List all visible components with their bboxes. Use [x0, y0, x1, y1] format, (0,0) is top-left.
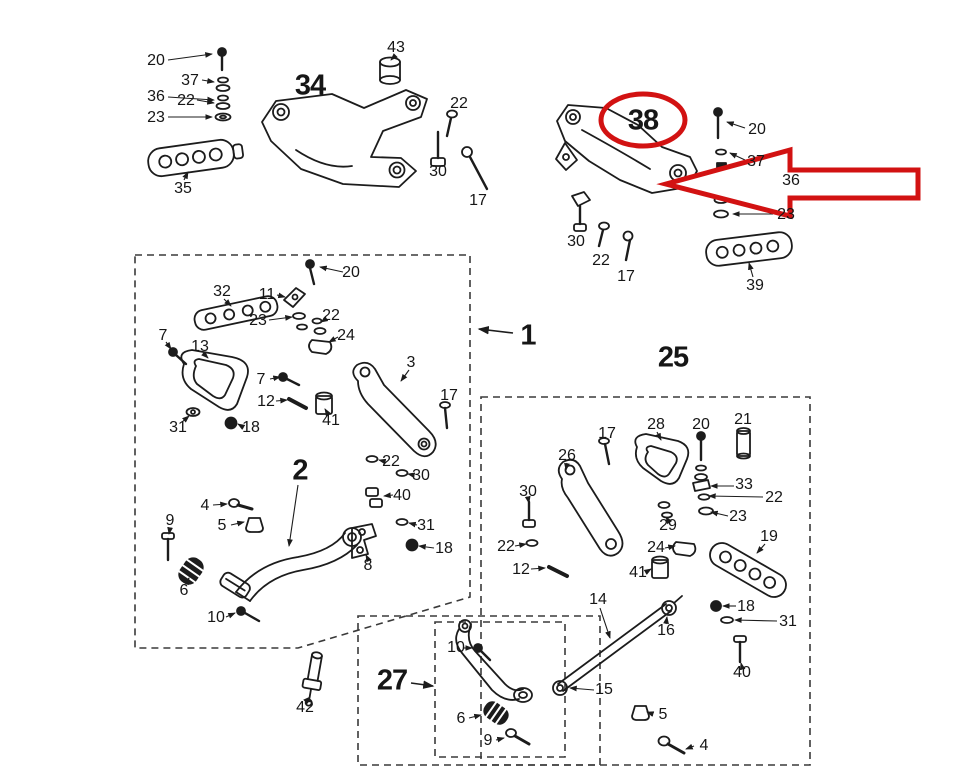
part-number-label-12: 12: [257, 393, 275, 410]
part-number-label-6: 6: [179, 582, 189, 599]
part-number-label-7: 7: [158, 327, 168, 344]
footpeg-35-drawing: [147, 138, 244, 178]
part-number-label-20: 20: [147, 52, 165, 69]
part-number-label-13: 13: [191, 338, 209, 355]
part-number-label-36: 36: [147, 88, 165, 105]
part-number-label-31: 31: [417, 517, 435, 534]
part-number-label-19: 19: [760, 528, 778, 545]
part-number-label-22: 22: [450, 95, 468, 112]
assembly-label-2: 2: [292, 454, 308, 487]
part-number-label-23: 23: [147, 109, 165, 126]
part-number-label-37: 37: [181, 72, 199, 89]
assembly-label-1: 1: [520, 319, 536, 352]
part-number-label-42: 42: [296, 699, 314, 716]
part-number-label-20: 20: [692, 416, 710, 433]
part-number-label-22: 22: [497, 538, 515, 555]
part-number-label-18: 18: [737, 598, 755, 615]
part-number-label-7: 7: [256, 371, 266, 388]
part-number-label-22: 22: [592, 252, 610, 269]
part-number-label-21: 21: [734, 411, 752, 428]
part-number-label-9: 9: [483, 732, 493, 749]
group-box-27-outer: [357, 615, 601, 766]
part-number-label-20: 20: [748, 121, 766, 138]
part-number-label-35: 35: [174, 180, 192, 197]
part-number-label-22: 22: [382, 453, 400, 470]
part-number-label-11: 11: [258, 286, 276, 303]
assembly-label-34: 34: [294, 69, 326, 102]
assembly-label-27: 27: [376, 664, 408, 697]
part-number-label-10: 10: [207, 609, 225, 626]
part-number-label-12: 12: [512, 561, 530, 578]
hardware-topcenter: [430, 109, 489, 191]
part-number-label-30: 30: [412, 467, 430, 484]
part-number-label-9: 9: [165, 512, 175, 529]
part-number-label-31: 31: [169, 419, 187, 436]
part-number-label-10: 10: [447, 639, 465, 656]
part-number-label-28: 28: [647, 416, 665, 433]
highlight-circle-38: [598, 91, 688, 149]
assembly-label-25: 25: [657, 341, 689, 374]
hardware-stack-left: [214, 47, 232, 122]
highlight-arrow: [656, 146, 921, 220]
red-annotations: [598, 91, 921, 220]
part-number-label-30: 30: [429, 163, 447, 180]
part-number-label-39: 39: [746, 277, 764, 294]
part-number-label-17: 17: [598, 425, 616, 442]
part-number-label-40: 40: [733, 664, 751, 681]
part-number-label-8: 8: [363, 557, 373, 574]
group-box-1: [134, 254, 471, 649]
part-number-label-16: 16: [657, 622, 675, 639]
assembly-label-38: 38: [627, 104, 659, 137]
part-number-label-40: 40: [393, 487, 411, 504]
part-number-label-5: 5: [217, 517, 227, 534]
assembly-1-drawing: [161, 259, 451, 623]
part-number-label-43: 43: [387, 39, 405, 56]
part-number-label-17: 17: [440, 387, 458, 404]
part-number-label-22: 22: [765, 489, 783, 506]
part-number-label-5: 5: [658, 706, 668, 723]
bracket-34-drawing: [261, 89, 428, 188]
part-number-label-20: 20: [342, 264, 360, 281]
part-number-label-3: 3: [406, 354, 416, 371]
part-number-label-26: 26: [558, 447, 576, 464]
part-number-label-23: 23: [777, 206, 795, 223]
part-number-label-6: 6: [456, 710, 466, 727]
part-number-label-36: 36: [782, 172, 800, 189]
hardware-below-38: [571, 191, 634, 262]
part-number-label-41: 41: [629, 564, 647, 581]
part-number-label-24: 24: [337, 327, 355, 344]
assembly-27-drawing: [301, 619, 533, 746]
part-number-label-29: 29: [659, 517, 677, 534]
part-number-label-32: 32: [213, 283, 231, 300]
part-number-label-17: 17: [469, 192, 487, 209]
part-number-label-37: 37: [747, 153, 765, 170]
part-number-label-23: 23: [729, 508, 747, 525]
part-drawings: [147, 47, 793, 755]
part-number-label-17: 17: [617, 268, 635, 285]
part-number-label-22: 22: [177, 92, 195, 109]
part-number-label-18: 18: [435, 540, 453, 557]
part-number-label-22: 22: [322, 307, 340, 324]
part-number-label-23: 23: [249, 312, 267, 329]
part-number-label-33: 33: [735, 476, 753, 493]
leader-lines: [164, 52, 778, 750]
part-number-label-24: 24: [647, 539, 665, 556]
part-number-label-41: 41: [322, 412, 340, 429]
assembly-25-drawing: [522, 427, 787, 755]
part-number-label-14: 14: [589, 591, 607, 608]
part-number-label-4: 4: [699, 737, 709, 754]
part-number-label-30: 30: [519, 483, 537, 500]
bushing-43-drawing: [379, 56, 401, 85]
footpeg-39-drawing: [705, 231, 793, 267]
part-number-label-18: 18: [242, 419, 260, 436]
part-number-label-31: 31: [779, 613, 797, 630]
part-number-label-30: 30: [567, 233, 585, 250]
part-number-label-15: 15: [595, 681, 613, 698]
part-number-label-4: 4: [200, 497, 210, 514]
